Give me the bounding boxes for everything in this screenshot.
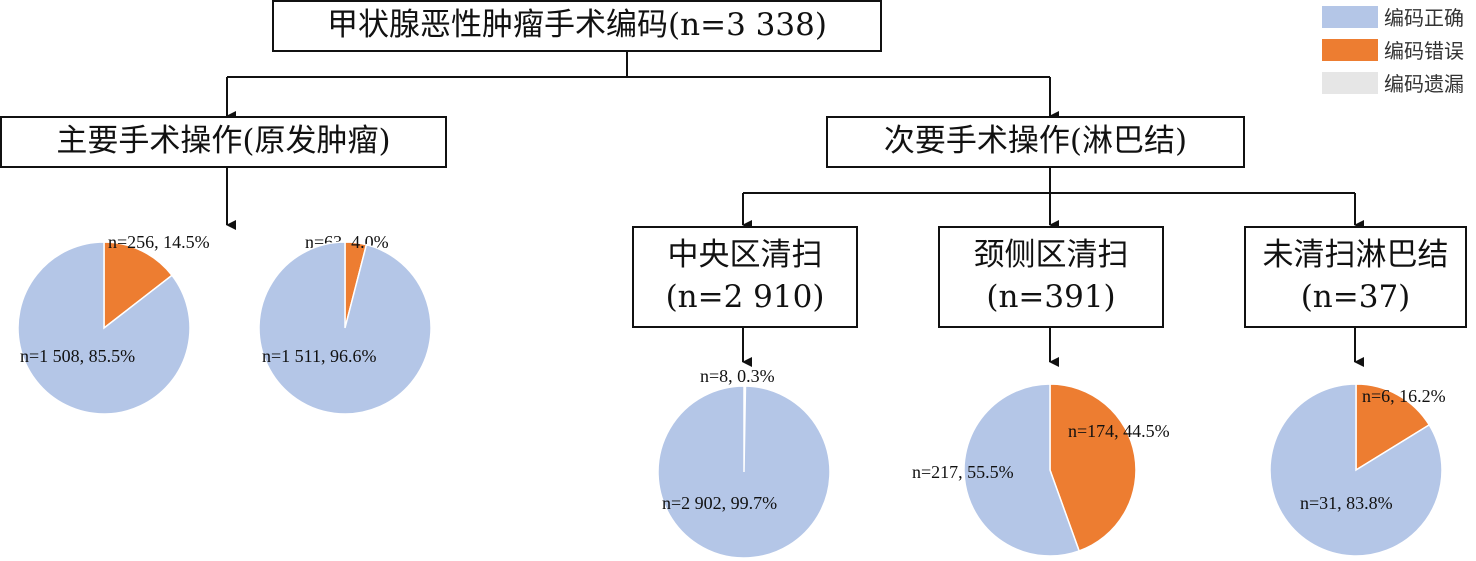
none-box: 未清扫淋巴结 (n=37) xyxy=(1244,226,1467,328)
pie-label: n=217, 55.5% xyxy=(912,462,1014,482)
sub-n: (n=391) xyxy=(986,279,1116,315)
pie-slice-error xyxy=(103,241,174,330)
primary-title: 主要手术操作(原发肿瘤) xyxy=(56,123,391,160)
legend-label: 编码遗漏 xyxy=(1384,72,1464,96)
secondary-box: 次要手术操作(淋巴结) xyxy=(826,116,1245,168)
pie-label: n=1 511, 96.6% xyxy=(262,346,376,366)
legend-correct: 编码正确 xyxy=(1322,2,1464,31)
legend-error: 编码错误 xyxy=(1322,35,1464,64)
sub-name: 未清扫淋巴结 xyxy=(1262,237,1449,274)
sub-name: 中央区清扫 xyxy=(667,237,823,274)
pie-label: n=174, 44.5% xyxy=(1068,421,1170,441)
sub-n: (n=2 910) xyxy=(665,279,825,315)
pie-slice-error xyxy=(1355,383,1431,472)
legend-swatch xyxy=(1322,38,1378,61)
pie-label: n=256, 14.5% xyxy=(108,232,210,252)
pie-slice-correct xyxy=(963,383,1081,557)
pie-slice-correct xyxy=(258,241,432,415)
pie-label: n=2 902, 99.7% xyxy=(662,493,777,513)
pie-label: n=8, 0.3% xyxy=(700,366,775,386)
legend-swatch xyxy=(1322,71,1378,94)
lateral-box: 颈侧区清扫 (n=391) xyxy=(938,226,1164,328)
legend-swatch xyxy=(1322,5,1378,28)
secondary-title: 次要手术操作(淋巴结) xyxy=(883,123,1188,160)
pie-slice-correct xyxy=(17,241,191,415)
pie-slice-error xyxy=(1049,383,1137,552)
legend-missing: 编码遗漏 xyxy=(1322,68,1464,97)
root-title: 甲状腺恶性肿瘤手术编码(n=3 338) xyxy=(327,7,827,44)
pie-label: n=1 508, 85.5% xyxy=(20,346,135,366)
legend-label: 编码错误 xyxy=(1384,39,1464,63)
sub-n: (n=37) xyxy=(1300,279,1411,315)
central-box: 中央区清扫 (n=2 910) xyxy=(632,226,858,328)
primary-box: 主要手术操作(原发肿瘤) xyxy=(0,116,447,168)
sub-name: 颈侧区清扫 xyxy=(973,237,1129,274)
root-box: 甲状腺恶性肿瘤手术编码(n=3 338) xyxy=(272,0,882,52)
pie-label: n=6, 16.2% xyxy=(1362,386,1446,406)
pie-slice-correct xyxy=(657,385,831,559)
pie-slice-correct xyxy=(1269,383,1443,557)
legend-label: 编码正确 xyxy=(1384,6,1464,30)
pie-label: n=31, 83.8% xyxy=(1300,493,1393,513)
